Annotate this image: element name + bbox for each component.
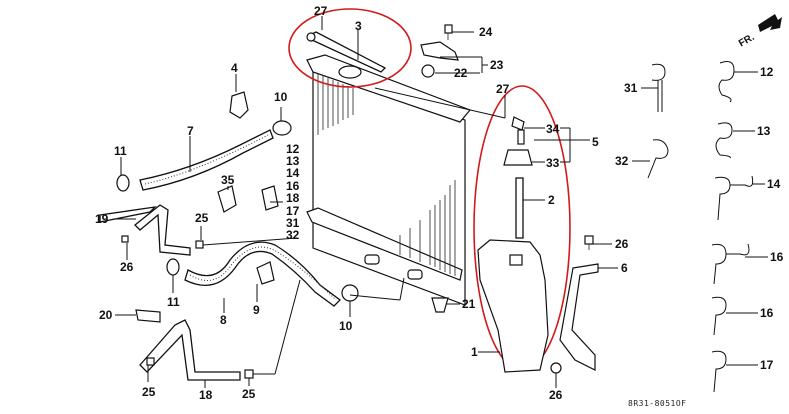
callout-17[interactable]: 17 [760, 358, 774, 372]
radiator-cap [338, 65, 362, 79]
callout-13[interactable]: 13 [286, 154, 300, 168]
front-direction-arrow [758, 14, 782, 32]
cap-33 [503, 149, 533, 166]
callout-26[interactable]: 26 [549, 388, 563, 402]
callout-12[interactable]: 12 [286, 142, 300, 156]
hose-7 [139, 129, 274, 191]
callout-26[interactable]: 26 [120, 260, 134, 274]
callout-5[interactable]: 5 [592, 135, 599, 149]
bolt-26-bottom [550, 362, 562, 374]
callout-35[interactable]: 35 [221, 173, 235, 187]
callout-1[interactable]: 1 [471, 345, 478, 359]
callout-17[interactable]: 17 [286, 204, 300, 218]
callout-22[interactable]: 22 [454, 66, 468, 80]
tube-2 [515, 177, 524, 239]
reserve-tank [477, 239, 549, 373]
bolt-24 [444, 24, 453, 40]
highlight-ellipse-top [288, 8, 412, 88]
bolt-26-top [584, 235, 594, 250]
callout-16[interactable]: 16 [760, 306, 774, 320]
callout-14[interactable]: 14 [767, 177, 781, 191]
callout-25[interactable]: 25 [195, 211, 209, 225]
callout-3[interactable]: 3 [355, 19, 362, 33]
callout-14[interactable]: 14 [286, 166, 300, 180]
callout-21[interactable]: 21 [462, 297, 476, 311]
callout-25[interactable]: 25 [142, 385, 156, 399]
hose-19-stub [99, 206, 157, 223]
callout-12[interactable]: 12 [760, 65, 774, 79]
callout-11[interactable]: 11 [167, 295, 180, 309]
callout-32[interactable]: 32 [286, 228, 300, 242]
elbow-34 [511, 116, 525, 131]
callout-18[interactable]: 18 [199, 388, 213, 402]
nut-22 [421, 64, 435, 78]
clamps [116, 91, 359, 379]
callout-2[interactable]: 2 [548, 193, 555, 207]
callout-25[interactable]: 25 [242, 387, 256, 401]
callout-11[interactable]: 11 [114, 144, 127, 158]
hose-18 [139, 319, 241, 381]
leader-lines [113, 16, 768, 388]
callout-18[interactable]: 18 [286, 191, 300, 205]
callout-32[interactable]: 32 [615, 154, 629, 168]
drawing-code: 8R31-8051OF [628, 399, 687, 408]
bracket-6 [559, 263, 599, 371]
callout-10[interactable]: 10 [274, 90, 288, 104]
callout-10[interactable]: 10 [339, 319, 353, 333]
callout-6[interactable]: 6 [621, 261, 628, 275]
callout-26[interactable]: 26 [615, 237, 629, 251]
callout-24[interactable]: 24 [479, 25, 493, 39]
bracket-23 [420, 41, 459, 61]
grommet-21 [431, 297, 449, 313]
callout-27[interactable]: 27 [314, 4, 328, 18]
callout-19[interactable]: 19 [95, 212, 109, 226]
clips-right [647, 61, 754, 393]
callout-31[interactable]: 31 [624, 81, 638, 95]
hose-8 [184, 241, 341, 307]
callout-27[interactable]: 27 [496, 82, 510, 96]
callout-33[interactable]: 33 [546, 156, 560, 170]
callout-23[interactable]: 23 [490, 58, 504, 72]
hose-19 [134, 204, 191, 256]
callout-16[interactable]: 16 [286, 179, 300, 193]
callout-9[interactable]: 9 [253, 303, 260, 317]
callout-16[interactable]: 16 [770, 250, 784, 264]
radiator [306, 54, 471, 306]
callout-20[interactable]: 20 [99, 308, 113, 322]
callout-34[interactable]: 34 [546, 122, 560, 136]
callout-8[interactable]: 8 [220, 313, 227, 327]
callout-31[interactable]: 31 [286, 216, 300, 230]
callout-4[interactable]: 4 [231, 61, 238, 75]
callout-13[interactable]: 13 [757, 124, 771, 138]
callout-7[interactable]: 7 [187, 124, 194, 138]
